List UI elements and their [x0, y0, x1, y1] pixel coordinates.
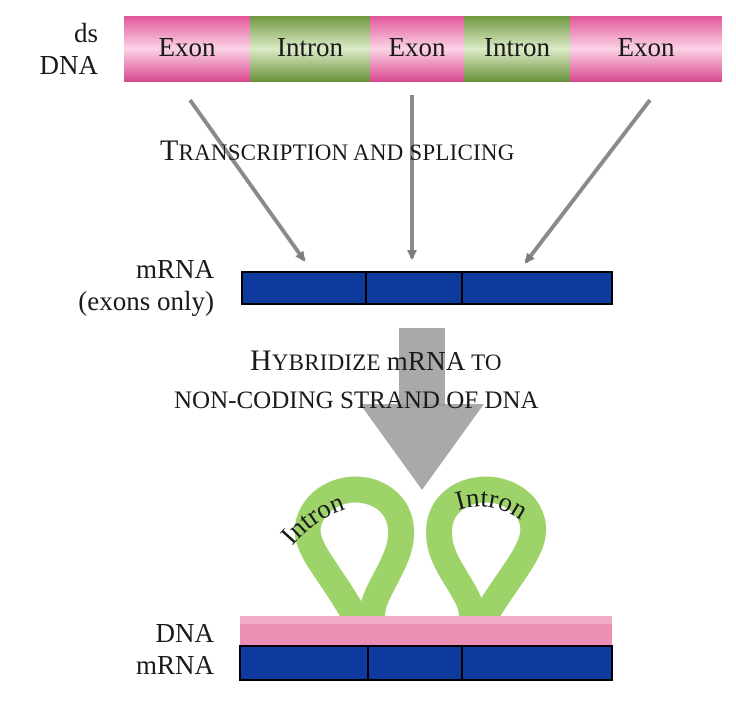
dna-segment-intron-2 [464, 16, 570, 82]
segment-label-intron-2: Intron [484, 32, 550, 62]
transcription-arrows [188, 95, 652, 264]
dna-segment-exon-3 [570, 16, 722, 82]
step-hybridize-heading-line1: HYBRIDIZE mRNA TO [250, 344, 502, 377]
step-transcription-heading: TRANSCRIPTION AND SPLICING [160, 134, 515, 167]
dna-segment-exon-1 [124, 16, 250, 82]
segment-label-intron-1: Intron [277, 32, 343, 62]
intron-loops [294, 476, 547, 631]
bottom-label-mrna: mRNA [135, 650, 214, 680]
mrna-label-line2: (exons only) [78, 286, 214, 316]
intron-loop-1 [294, 476, 415, 631]
label-dna: DNA [39, 50, 99, 80]
bottom-mrna-segment-1 [239, 645, 369, 681]
dna-segment-exon-2 [370, 16, 464, 82]
step-hybridize-heading-line2: NON-CODING STRAND OF DNA [174, 387, 539, 414]
segment-label-exon-2: Exon [388, 32, 446, 62]
segment-label-exon-3: Exon [617, 32, 675, 62]
intron-loop-2 [425, 476, 547, 631]
segment-label-exon-1: Exon [158, 32, 216, 62]
bottom-mrna-segment-2 [367, 645, 463, 681]
arrow-exon-1 [188, 98, 306, 262]
label-ds: ds [73, 18, 98, 48]
arrow-exon-3 [524, 98, 652, 264]
mrna-segment-1 [241, 271, 367, 305]
dsdna-bar [124, 16, 722, 82]
dna-strand [240, 616, 612, 646]
dna-segment-intron-1 [250, 16, 370, 82]
mrna-bar [241, 271, 613, 305]
big-down-arrow [360, 328, 484, 490]
mrna-label-line1: mRNA [135, 254, 214, 284]
bottom-label-dna: DNA [155, 618, 215, 648]
mrna-segment-2 [365, 271, 463, 305]
bottom-mrna-segment-3 [461, 645, 613, 681]
mrna-segment-3 [461, 271, 613, 305]
bottom-mrna-bar [239, 645, 613, 681]
